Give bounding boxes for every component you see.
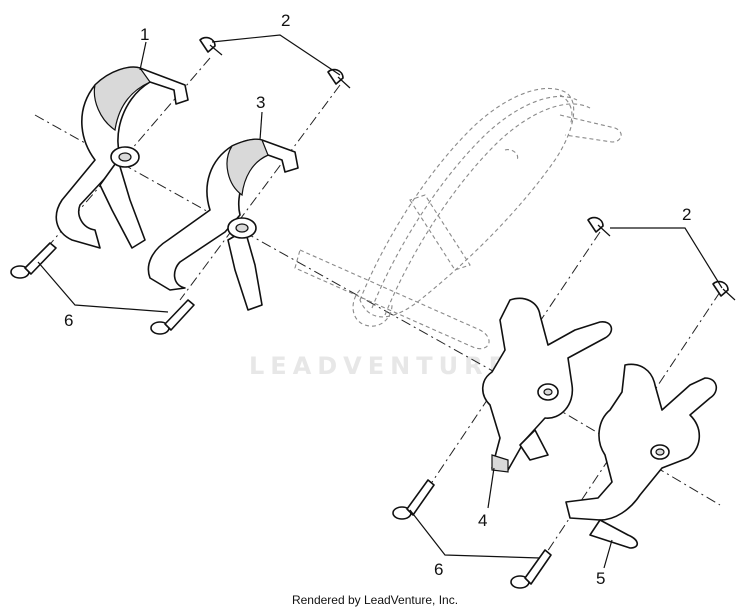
- leader-4: [487, 467, 495, 509]
- clevis-pin-lower-left: [392, 479, 435, 520]
- tine-part-5: [565, 363, 718, 549]
- callout-6-upper: 6: [64, 311, 73, 330]
- leader-5: [603, 539, 613, 569]
- clevis-pin-upper-right: [150, 299, 195, 335]
- callout-6-lower: 6: [434, 560, 443, 579]
- watermark: LEADVENTURE: [249, 352, 511, 380]
- tine-part-4: [481, 297, 613, 473]
- leader-6-lower: [409, 509, 541, 559]
- callout-2-upper: 2: [281, 11, 290, 30]
- callout-5: 5: [596, 569, 605, 588]
- callout-1: 1: [140, 25, 149, 44]
- hair-pin-clip-upper-right: [327, 68, 351, 89]
- clevis-pin-upper-left: [10, 242, 57, 279]
- pin-axis-upper-2: [179, 84, 341, 301]
- leader-2-upper: [211, 34, 341, 76]
- callout-3: 3: [256, 93, 265, 112]
- hair-pin-clip-lower-left: [587, 216, 611, 237]
- leader-1: [139, 41, 147, 71]
- leader-6-upper: [37, 261, 169, 313]
- phantom-tiller-hub: [294, 87, 622, 350]
- callout-4: 4: [478, 511, 487, 530]
- clevis-pin-lower-right: [510, 549, 552, 589]
- tine-part-3: [147, 138, 299, 311]
- tine-part-1: [55, 66, 189, 249]
- leader-3: [259, 111, 263, 141]
- hair-pin-clip-upper-left: [199, 36, 223, 56]
- hair-pin-clip-lower-right: [712, 280, 736, 301]
- leader-2-lower: [610, 227, 723, 289]
- callout-2-lower: 2: [682, 205, 691, 224]
- footer-credit: Rendered by LeadVenture, Inc.: [291, 593, 459, 607]
